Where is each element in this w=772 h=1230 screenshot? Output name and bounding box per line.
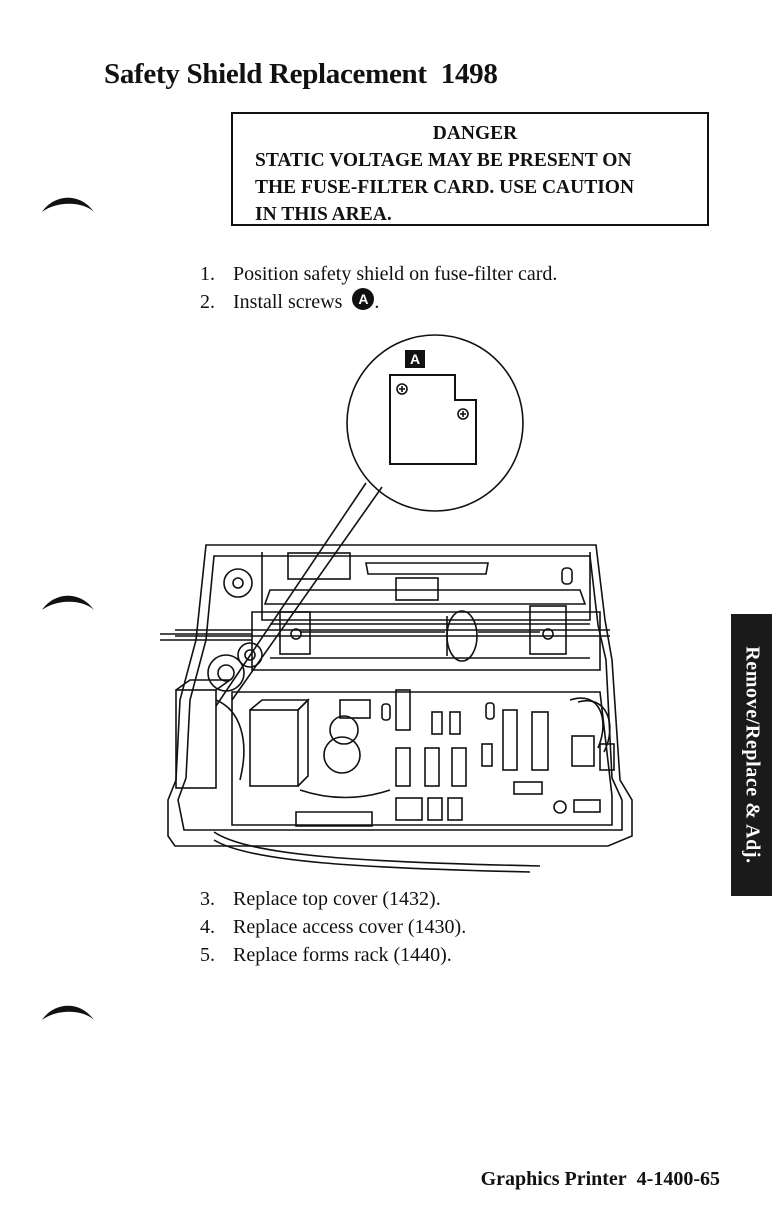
step-number: 3. (200, 888, 215, 910)
step-text: Replace top cover (1432). (233, 888, 441, 910)
step-item: 5. Replace forms rack (1440). (200, 941, 466, 969)
step-item: 1. Position safety shield on fuse-filter… (200, 260, 557, 288)
step-number: 5. (200, 944, 215, 966)
section-side-tab: Remove/Replace & Adj. (731, 614, 772, 896)
step-suffix: . (374, 291, 380, 313)
footer-product: Graphics Printer (480, 1168, 627, 1190)
page-title: Safety Shield Replacement 1498 (104, 58, 498, 91)
steps-list-before: 1. Position safety shield on fuse-filter… (200, 260, 557, 316)
danger-line: THE FUSE-FILTER CARD. USE CAUTION (255, 177, 635, 198)
step-number: 2. (200, 291, 215, 313)
step-item: 4. Replace access cover (1430). (200, 913, 466, 941)
step-number: 4. (200, 916, 215, 938)
footer-page-number: 4-1400-65 (636, 1168, 720, 1190)
callout-a-marker: A (352, 288, 375, 310)
danger-line: STATIC VOLTAGE MAY BE PRESENT ON (255, 150, 632, 171)
page-footer: Graphics Printer 4-1400-65 (481, 1168, 720, 1191)
step-number: 1. (200, 263, 215, 285)
step-item: 3. Replace top cover (1432). (200, 885, 466, 913)
step-text: Replace access cover (1430). (233, 916, 467, 938)
binder-hole-mark-bottom (42, 1005, 94, 1020)
step-text: Position safety shield on fuse-filter ca… (233, 263, 558, 285)
step-item: 2. Install screws A . (200, 288, 557, 316)
step-text: Install screws (233, 291, 343, 313)
danger-heading: DANGER (432, 123, 518, 144)
page-title-text: Safety Shield Replacement (104, 58, 427, 90)
danger-line: IN THIS AREA. (255, 204, 392, 225)
binder-hole-mark-middle (42, 595, 94, 610)
step-text: Replace forms rack (1440). (233, 944, 452, 966)
binder-hole-mark-top (42, 197, 94, 212)
figure-callout-a-label: A (410, 351, 420, 367)
section-number: 1498 (440, 58, 498, 90)
steps-list-after: 3. Replace top cover (1432). 4. Replace … (200, 885, 466, 969)
side-tab-label: Remove/Replace & Adj. (741, 646, 763, 864)
danger-notice: DANGER STATIC VOLTAGE MAY BE PRESENT ON … (231, 112, 709, 226)
